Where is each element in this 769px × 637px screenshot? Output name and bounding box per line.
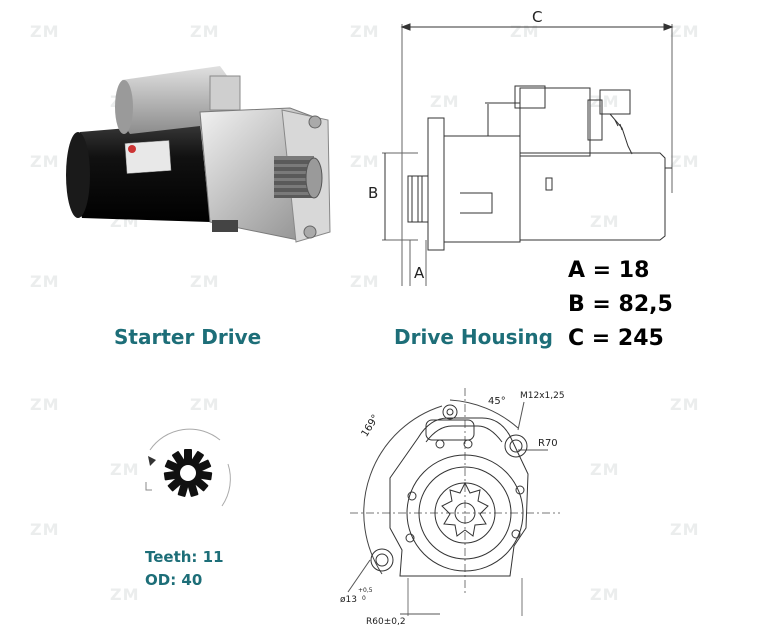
drive-housing-heading: Drive Housing [394,325,553,349]
watermark: ZM [190,272,220,291]
watermark: ZM [670,520,700,539]
dim-label-a: A [414,264,425,282]
outer-diameter: OD: 40 [145,571,203,589]
watermark: ZM [110,460,140,479]
watermark: ZM [590,92,620,111]
dimension-c: C = 245 [568,326,664,351]
radius-60-label: R60±0,2 [366,617,406,627]
teeth-count: Teeth: 11 [145,548,224,566]
dimension-b: B = 82,5 [568,292,673,317]
watermark: ZM [30,395,60,414]
watermark: ZM [670,152,700,171]
watermark: ZM [30,520,60,539]
dim-label-b: B [368,184,378,202]
watermark: ZM [190,22,220,41]
pinion-gear-drawing [145,428,231,507]
hole-tolerance-upper: +0,5 [358,587,373,594]
angle-169-label: 169° [360,413,382,439]
radius-70-label: R70 [538,438,558,449]
watermark: ZM [590,460,620,479]
hole-tolerance-lower: 0 [362,595,366,602]
watermark: ZM [350,152,380,171]
watermark: ZM [190,395,220,414]
watermark: ZM [30,152,60,171]
thread-label: M12x1,25 [520,391,565,401]
watermark: ZM [670,22,700,41]
watermark: ZM [670,395,700,414]
starter-drive-heading: Starter Drive [114,325,262,349]
watermark: ZM [30,272,60,291]
side-view-drawing: C B A [368,8,674,286]
hole-diameter-label: ø13 [340,595,357,605]
angle-45-label: 45° [488,396,506,407]
dim-label-c: C [532,8,542,26]
watermark: ZM [590,585,620,604]
watermark: ZM [590,212,620,231]
drive-housing-drawing: 169° 45° M12x1,25 R70 R60±0,2 ø13 +0,5 0 [340,388,565,627]
watermark: ZM [30,22,60,41]
watermark: ZM [110,585,140,604]
watermark: ZM [430,92,460,111]
watermark: ZM [350,22,380,41]
watermark: ZM [350,272,380,291]
dimension-a: A = 18 [568,258,650,283]
starter-motor-illustration [66,66,331,243]
